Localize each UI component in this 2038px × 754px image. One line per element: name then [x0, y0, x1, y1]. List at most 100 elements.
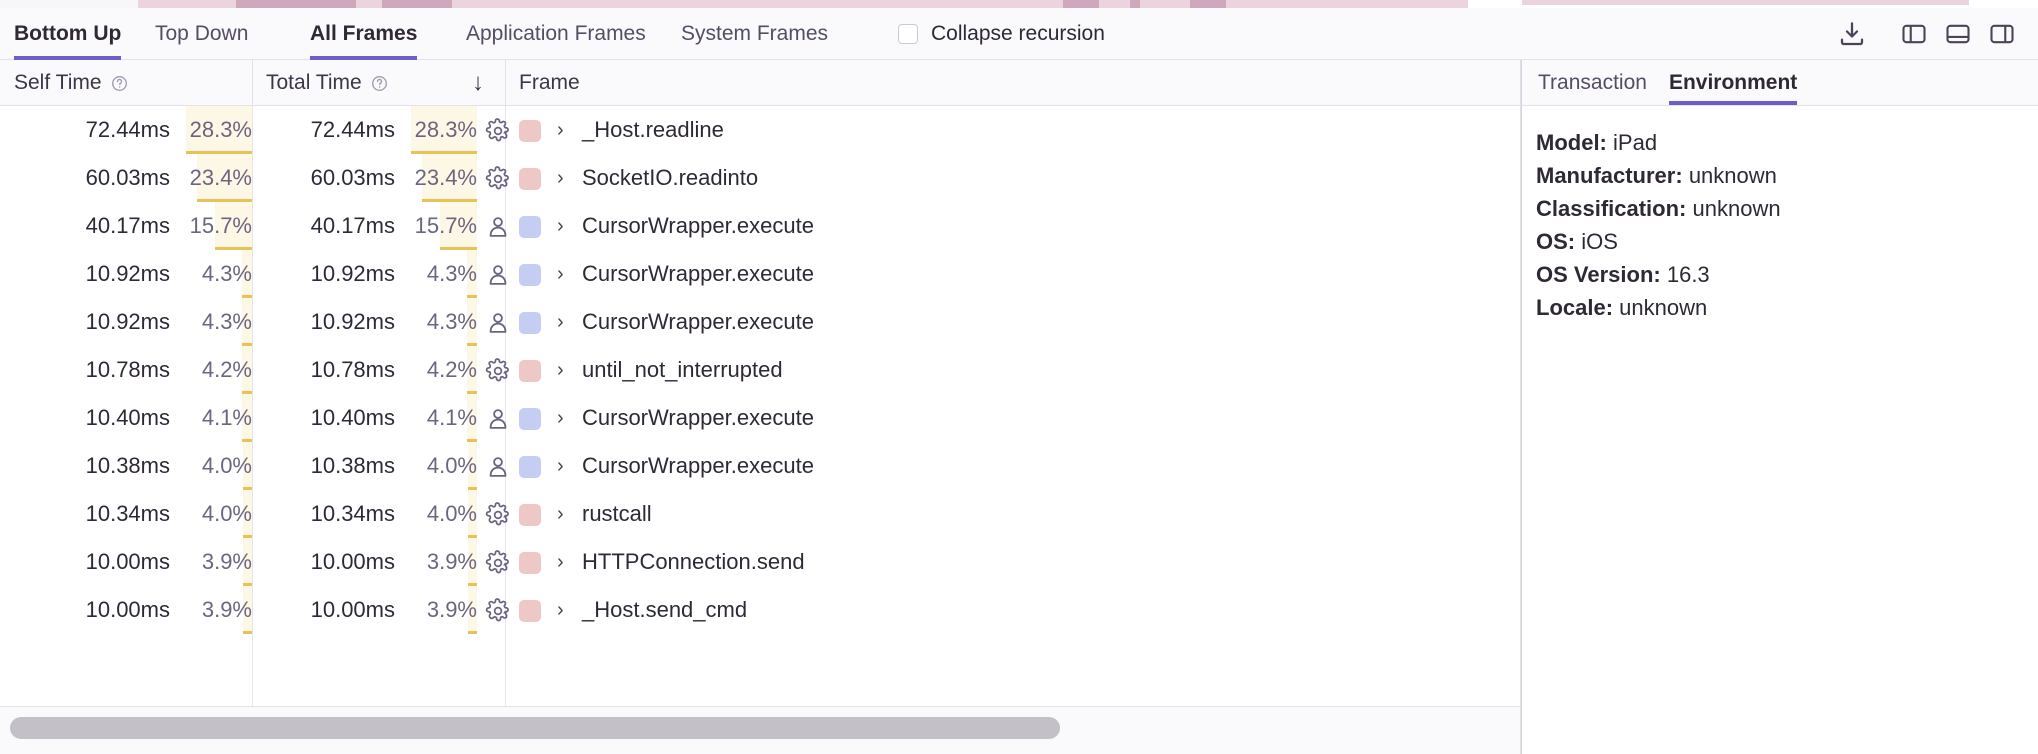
- frame-name[interactable]: CursorWrapper.execute: [582, 405, 814, 430]
- expand-chevron-icon[interactable]: ›: [557, 455, 564, 477]
- frame-name[interactable]: CursorWrapper.execute: [582, 213, 814, 238]
- expand-chevron-icon[interactable]: ›: [557, 551, 564, 573]
- column-header-total-time[interactable]: Total Time: [266, 60, 388, 105]
- total-percent-label: 4.0%: [426, 501, 477, 526]
- panel-divider: [1521, 60, 1522, 754]
- environment-value: 16.3: [1666, 262, 1710, 287]
- tab-bottom-up[interactable]: Bottom Up: [14, 8, 122, 60]
- total-percent-label: 3.9%: [426, 549, 477, 574]
- frame-name[interactable]: _Host.send_cmd: [582, 597, 748, 622]
- collapse-recursion-toggle[interactable]: Collapse recursion: [898, 8, 1105, 60]
- tab-application-frames[interactable]: Application Frames: [466, 22, 646, 45]
- frame-name[interactable]: SocketIO.readinto: [582, 165, 759, 190]
- frame-name[interactable]: CursorWrapper.execute: [582, 261, 814, 286]
- frame-name[interactable]: _Host.readline: [582, 117, 724, 142]
- tab-system-frames[interactable]: System Frames: [681, 22, 829, 45]
- layout-bottom-panel-icon[interactable]: [1936, 12, 1980, 56]
- person-icon[interactable]: [485, 262, 511, 288]
- cell-total-time: 10.40ms: [310, 405, 395, 430]
- expand-chevron-icon[interactable]: ›: [557, 119, 564, 141]
- person-icon[interactable]: [485, 406, 511, 432]
- horizontal-scrollbar-thumb[interactable]: [10, 717, 1060, 739]
- environment-value: unknown: [1688, 163, 1777, 188]
- collapse-recursion-checkbox[interactable]: [898, 24, 918, 44]
- total-percent-label: 23.4%: [414, 165, 477, 190]
- gear-icon[interactable]: [485, 118, 511, 144]
- sort-descending-icon[interactable]: ↓: [472, 69, 484, 96]
- tab-environment[interactable]: Environment: [1668, 60, 1798, 105]
- total-percent-bar: [440, 202, 477, 250]
- environment-row: Model: iPad: [1536, 126, 2038, 159]
- person-icon[interactable]: [485, 310, 511, 336]
- gear-icon[interactable]: [485, 502, 511, 528]
- tab-top-down[interactable]: Top Down: [155, 22, 249, 45]
- profile-content: Self Time Total Time: [0, 60, 2038, 754]
- cell-total-time: 10.34ms: [310, 501, 395, 526]
- column-header-self-time[interactable]: Self Time: [14, 60, 128, 105]
- help-icon[interactable]: [111, 74, 128, 91]
- help-icon[interactable]: [371, 74, 388, 91]
- gear-icon[interactable]: [485, 166, 511, 192]
- total-percent-bar: [422, 154, 477, 202]
- cell-total-time: 60.03ms: [310, 165, 395, 190]
- self-percent-label: 3.9%: [201, 549, 252, 574]
- details-tabs: Transaction Environment: [1522, 60, 2038, 106]
- expand-chevron-icon[interactable]: ›: [557, 407, 564, 429]
- gear-icon[interactable]: [485, 358, 511, 384]
- environment-row: Classification: unknown: [1536, 192, 2038, 225]
- expand-chevron-icon[interactable]: ›: [557, 503, 564, 525]
- frame-color-swatch: [519, 216, 541, 238]
- person-icon[interactable]: [485, 214, 511, 240]
- total-percent-bar: [466, 298, 477, 346]
- frame-color-swatch: [519, 456, 541, 478]
- expand-chevron-icon[interactable]: ›: [557, 359, 564, 381]
- environment-key: OS:: [1536, 229, 1576, 254]
- frame-color-swatch: [519, 168, 541, 190]
- gear-icon[interactable]: [485, 550, 511, 576]
- expand-chevron-icon[interactable]: ›: [557, 599, 564, 621]
- cell-total-percent: 28.3%: [411, 106, 477, 154]
- gear-icon[interactable]: [485, 598, 511, 624]
- self-percent-underline: [215, 247, 252, 250]
- environment-key: Classification:: [1536, 196, 1687, 221]
- column-header-frame[interactable]: Frame: [519, 60, 580, 105]
- expand-chevron-icon[interactable]: ›: [557, 263, 564, 285]
- frame-color-swatch: [519, 264, 541, 286]
- horizontal-scrollbar-track[interactable]: [0, 706, 1520, 754]
- total-percent-bar: [466, 250, 477, 298]
- frame-name[interactable]: until_not_interrupted: [582, 357, 783, 382]
- total-percent-label: 15.7%: [414, 213, 477, 238]
- person-icon[interactable]: [485, 454, 511, 480]
- frame-name[interactable]: CursorWrapper.execute: [582, 309, 814, 334]
- layout-right-panel-icon[interactable]: [1980, 12, 2024, 56]
- strip-marker-5: [1190, 0, 1226, 8]
- frame-name[interactable]: CursorWrapper.execute: [582, 453, 814, 478]
- expand-chevron-icon[interactable]: ›: [557, 167, 564, 189]
- download-icon[interactable]: [1830, 12, 1874, 56]
- layout-left-panel-icon[interactable]: [1892, 12, 1936, 56]
- cell-self-time: 10.00ms: [85, 597, 170, 622]
- frame-color-swatch: [519, 312, 541, 334]
- total-percent-bar: [411, 106, 477, 154]
- self-percent-bar: [186, 106, 252, 154]
- frame-name[interactable]: rustcall: [582, 501, 652, 526]
- profile-toolbar: Bottom Up Top Down All Frames Application F…: [0, 8, 2038, 60]
- cell-self-time: 72.44ms: [85, 117, 170, 142]
- tab-all-frames[interactable]: All Frames: [310, 8, 418, 60]
- tab-transaction[interactable]: Transaction: [1538, 70, 1647, 94]
- strip-segment-pink: [138, 0, 1468, 8]
- expand-chevron-icon[interactable]: ›: [557, 311, 564, 333]
- expand-chevron-icon[interactable]: ›: [557, 215, 564, 237]
- frame-name[interactable]: HTTPConnection.send: [582, 549, 805, 574]
